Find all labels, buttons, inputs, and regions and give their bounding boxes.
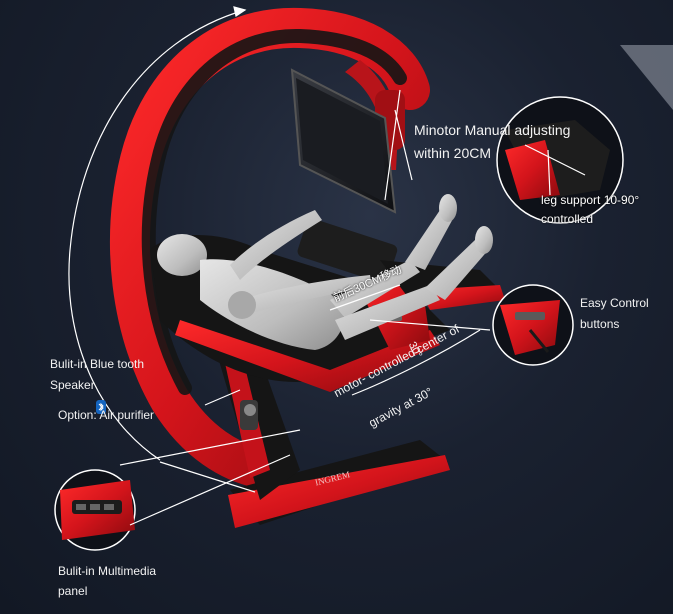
monitor-adjust-label-line1: Minotor Manual adjusting <box>414 122 571 138</box>
speaker-label-line2: Speaker <box>50 378 95 392</box>
rotation-arc <box>68 9 246 461</box>
easy-control-label-line2: buttons <box>580 317 620 331</box>
multimedia-callout <box>54 469 136 551</box>
speaker-label-line1: Bulit-in Blue tooth <box>50 357 145 371</box>
bluetooth-icon <box>96 400 106 414</box>
monitor-adjust-label-line2: within 20CM <box>414 145 492 161</box>
corner-triangle <box>620 45 673 110</box>
annotation-lines <box>68 6 491 526</box>
leg-support-callout <box>496 96 624 224</box>
easy-control-callout <box>492 284 574 366</box>
easy-control-label-line1: Easy Control <box>580 296 649 310</box>
air-purifier-option-label: Option: Air purifier <box>58 408 155 422</box>
multimedia-label-line1: Bulit-in Multimedia <box>58 564 157 578</box>
mannequin <box>157 194 493 350</box>
leg-support-label-line1: leg support 10-90° <box>541 193 640 207</box>
gravity-arc <box>351 329 481 396</box>
leg-support-label-line2: controlled <box>541 212 594 226</box>
monitor <box>290 68 397 214</box>
multimedia-label-line2: panel <box>58 584 88 598</box>
